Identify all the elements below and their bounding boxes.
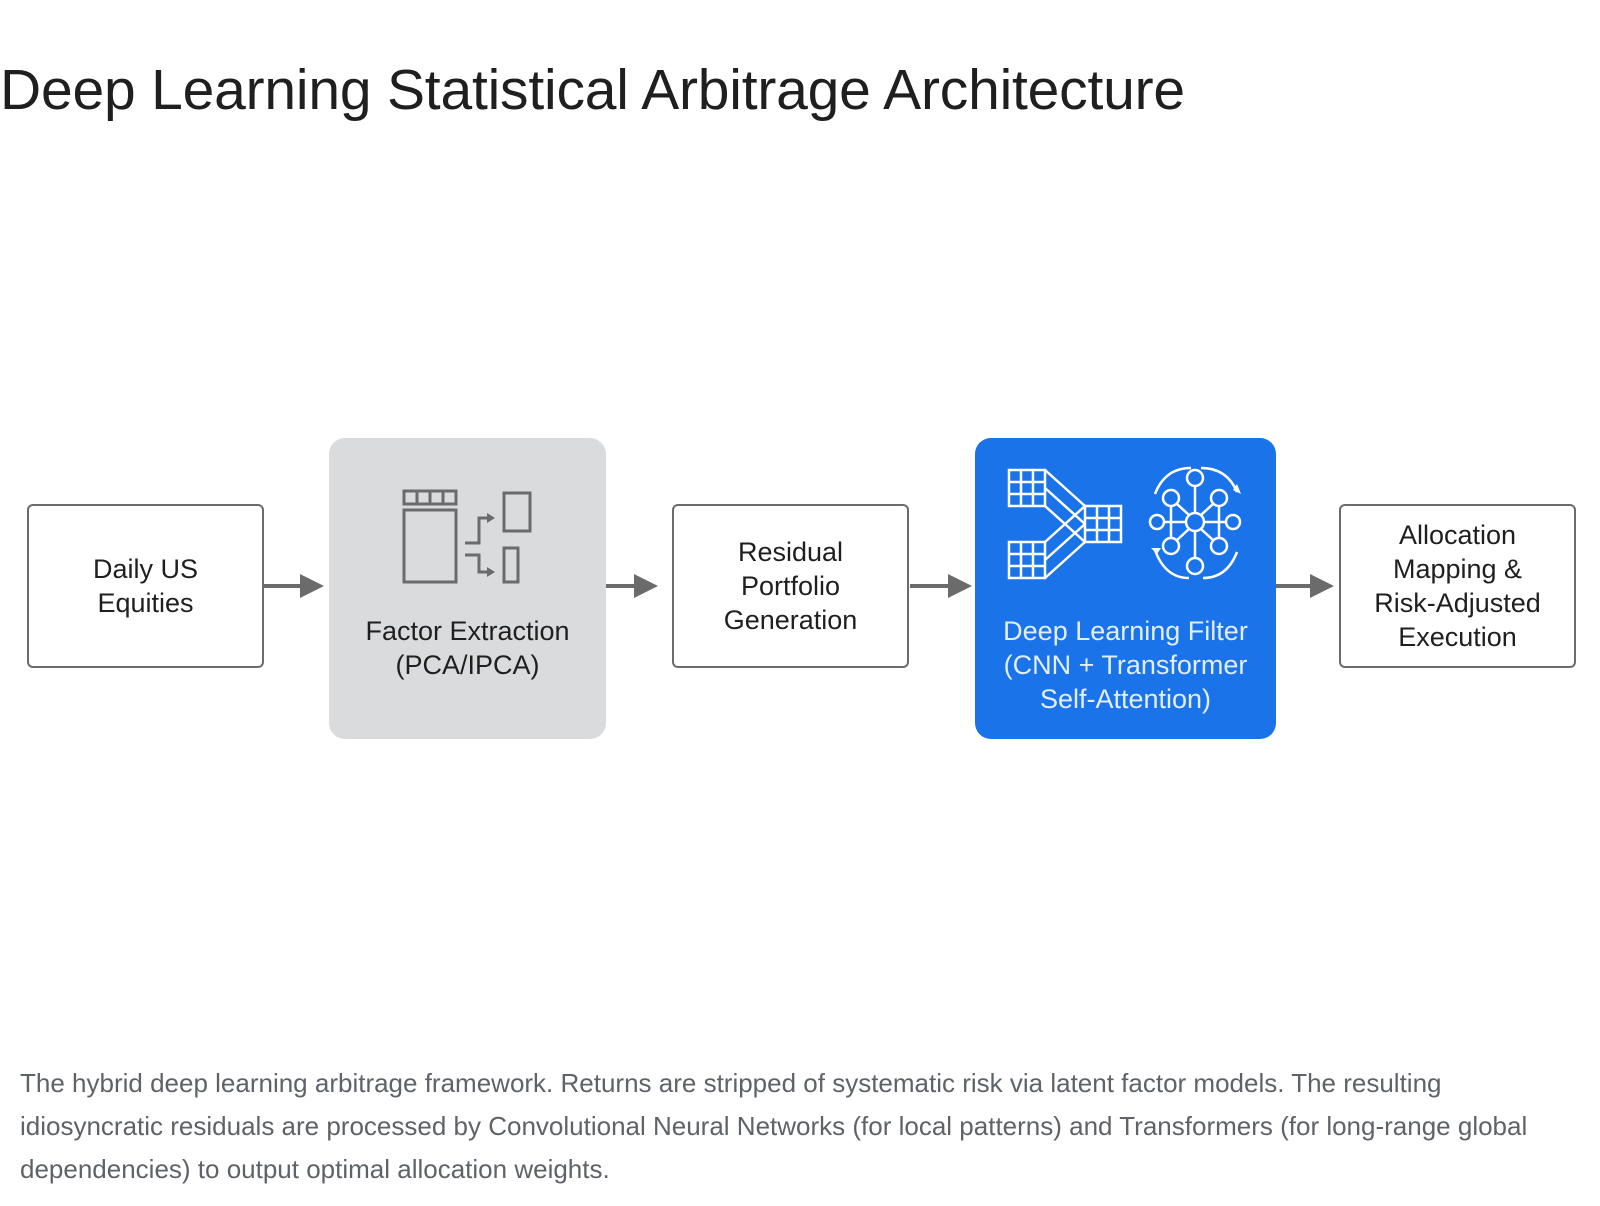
arrow-dl-filter-to-allocation bbox=[1272, 574, 1334, 598]
figure-caption: The hybrid deep learning arbitrage frame… bbox=[20, 1068, 1528, 1184]
node-factor-extraction: Factor Extraction (PCA/IPCA) bbox=[329, 438, 606, 739]
node-daily-us-equities: Daily US Equities bbox=[27, 504, 264, 668]
node-label: Residual Portfolio Generation bbox=[723, 537, 858, 635]
architecture-diagram: Daily US Equities Factor Extraction (PCA… bbox=[0, 160, 1600, 1020]
node-allocation-execution: Allocation Mapping & Risk-Adjusted Execu… bbox=[1339, 504, 1576, 668]
page-title: Deep Learning Statistical Arbitrage Arch… bbox=[0, 58, 1185, 122]
arrow-equities-to-factor bbox=[262, 574, 324, 598]
node-label: Deep Learning Filter (CNN + Transformer … bbox=[1003, 616, 1248, 714]
cnn-transformer-icon bbox=[1007, 466, 1242, 580]
node-label: Daily US Equities bbox=[92, 554, 199, 618]
node-residual-portfolio: Residual Portfolio Generation bbox=[672, 504, 909, 668]
factor-matrix-icon bbox=[402, 489, 532, 584]
node-label: Factor Extraction (PCA/IPCA) bbox=[365, 616, 570, 680]
arrow-residual-to-dl-filter bbox=[910, 574, 972, 598]
node-label: Allocation Mapping & Risk-Adjusted Execu… bbox=[1374, 520, 1541, 652]
node-deep-learning-filter: Deep Learning Filter (CNN + Transformer … bbox=[975, 438, 1276, 739]
